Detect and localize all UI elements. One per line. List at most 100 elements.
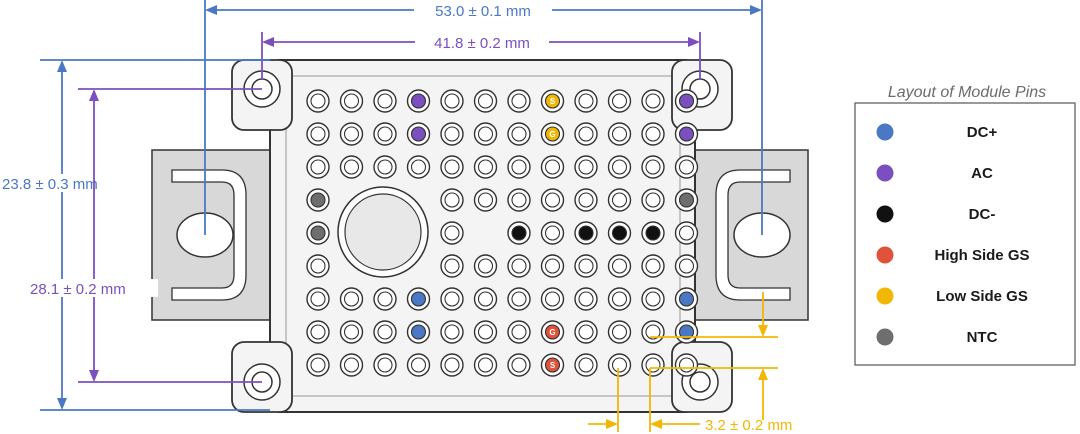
- legend-swatch: [876, 246, 894, 264]
- pin: [444, 159, 460, 175]
- pin: [444, 192, 460, 208]
- pin: [611, 192, 628, 208]
- corner-mount-bottom-left: [231, 341, 293, 413]
- dim-pin-pitch: 3.2 ± 0.2 mm: [588, 292, 792, 434]
- pin: [611, 93, 628, 109]
- pin-marked: [645, 225, 661, 241]
- legend-label: DC+: [967, 124, 998, 141]
- pin: [343, 324, 360, 340]
- pin: [444, 324, 460, 340]
- pin: [578, 291, 594, 307]
- pin-marked: [544, 93, 561, 109]
- pin: [511, 258, 527, 274]
- pin: [544, 225, 561, 241]
- pin: [511, 159, 527, 175]
- center-boss: [337, 186, 429, 278]
- pin: [544, 192, 561, 208]
- pin: [477, 192, 494, 208]
- legend-swatch: [876, 164, 894, 182]
- pin: [645, 93, 661, 109]
- pin: [444, 291, 460, 307]
- pin: [477, 291, 494, 307]
- pin: [377, 93, 393, 109]
- pin: [678, 258, 695, 274]
- pin: [343, 93, 360, 109]
- pin: [343, 159, 360, 175]
- pin-marked: [578, 225, 594, 241]
- pin: [578, 357, 594, 373]
- dim-mount-height-label: 28.1 ± 0.2 mm: [30, 281, 126, 298]
- pin: [578, 192, 594, 208]
- pin: [343, 126, 360, 142]
- pin: [544, 159, 561, 175]
- pin-marked: [678, 93, 695, 109]
- pin-marked: [544, 126, 561, 142]
- legend-swatch: [876, 287, 894, 305]
- pin: [377, 357, 393, 373]
- pin-marker-letter: G: [549, 130, 555, 139]
- pin: [645, 324, 661, 340]
- legend-label: AC: [971, 165, 993, 182]
- legend-swatch: [876, 205, 894, 223]
- pin-marked: [678, 324, 695, 340]
- pin-marked: [511, 225, 527, 241]
- legend-label: Low Side GS: [936, 288, 1028, 305]
- legend-title: Layout of Module Pins: [888, 84, 1046, 101]
- pin: [477, 324, 494, 340]
- legend-label: NTC: [967, 329, 998, 346]
- pin: [477, 258, 494, 274]
- pin-marker-letter: S: [550, 361, 556, 370]
- pin-marker-letter: G: [549, 328, 555, 337]
- dim-mount-height: 28.1 ± 0.2 mm: [28, 88, 262, 383]
- pin: [511, 192, 527, 208]
- pin: [578, 258, 594, 274]
- pin: [444, 126, 460, 142]
- pin: [578, 324, 594, 340]
- pin: [511, 93, 527, 109]
- pin: [511, 291, 527, 307]
- pin: [611, 291, 628, 307]
- legend-swatch: [876, 328, 894, 346]
- pin-marked: [678, 291, 695, 307]
- pin-marked: [410, 93, 427, 109]
- pin-marked: [544, 324, 561, 340]
- left-mounting-bracket: [151, 149, 273, 321]
- legend-swatch: [876, 123, 894, 141]
- pin: [544, 291, 561, 307]
- pin: [377, 291, 393, 307]
- pin: [511, 324, 527, 340]
- pin: [477, 159, 494, 175]
- pin: [645, 192, 661, 208]
- pin: [444, 357, 460, 373]
- pin: [377, 159, 393, 175]
- pin: [578, 93, 594, 109]
- pin-marked: [410, 291, 427, 307]
- pin: [544, 258, 561, 274]
- pin: [444, 93, 460, 109]
- pin-marked: [310, 225, 326, 241]
- dim-overall-width: 53.0 ± 0.1 mm: [204, 0, 763, 235]
- legend-label: High Side GS: [934, 247, 1029, 264]
- pin: [310, 258, 326, 274]
- pin: [611, 258, 628, 274]
- corner-mount-bottom-right: [671, 341, 733, 413]
- pin: [410, 159, 427, 175]
- pin-marked: [410, 324, 427, 340]
- pin: [377, 126, 393, 142]
- pin: [645, 258, 661, 274]
- pin: [477, 93, 494, 109]
- right-mounting-bracket: [689, 149, 809, 321]
- pin-marked: [611, 225, 628, 241]
- pin: [444, 225, 460, 241]
- pin: [611, 159, 628, 175]
- pin: [678, 225, 695, 241]
- pin: [511, 357, 527, 373]
- pin-marked: [544, 357, 561, 373]
- pin-marked: [410, 126, 427, 142]
- pin: [578, 126, 594, 142]
- pin: [377, 324, 393, 340]
